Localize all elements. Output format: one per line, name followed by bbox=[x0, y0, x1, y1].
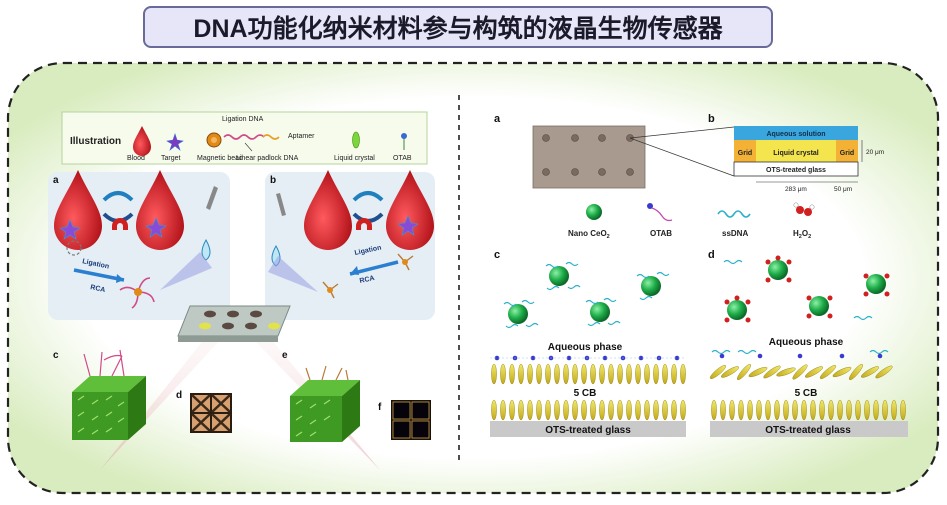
liquid-crystal-icon bbox=[352, 131, 360, 149]
lc-cube-e bbox=[290, 365, 360, 442]
aqueous-phase-d: Aqueous phase bbox=[769, 337, 844, 348]
legend-aptamer: Aptamer bbox=[288, 133, 315, 140]
legend-ssdna: ssDNA bbox=[722, 229, 748, 238]
pom-image-d bbox=[190, 393, 232, 433]
cb5-label-c: 5 CB bbox=[574, 388, 597, 399]
ots-label-d: OTS-treated glass bbox=[765, 425, 851, 436]
target-star-icon bbox=[166, 133, 184, 151]
pipette-icon-b bbox=[276, 193, 286, 216]
left-panel-b-label: b bbox=[270, 175, 276, 186]
legend-otab: OTAB bbox=[393, 155, 412, 162]
nano-ceo2-icon bbox=[586, 204, 602, 220]
left-panel-d-label: d bbox=[176, 390, 182, 401]
grid-label-left: Grid bbox=[738, 150, 752, 157]
lc-label: Liquid crystal bbox=[773, 150, 819, 157]
h2o2-icon bbox=[793, 202, 815, 216]
illustration-label: Illustration bbox=[70, 136, 121, 147]
legend-h2o2: H2O2 bbox=[793, 229, 811, 240]
lc-cube-c bbox=[72, 349, 146, 440]
otab-icon-right bbox=[647, 203, 653, 209]
lc-tilted-d bbox=[709, 363, 906, 421]
right-panel-d-label: d bbox=[708, 249, 715, 261]
tem-grid bbox=[532, 125, 646, 189]
left-rca-b: RCA bbox=[359, 275, 375, 285]
legend-magnetic-bead: Magnetic bead bbox=[197, 155, 243, 162]
aqueous-solution-label: Aqueous solution bbox=[766, 131, 825, 138]
left-panel-f-label: f bbox=[378, 402, 382, 413]
ots-glass-label-top: OTS-treated glass bbox=[766, 167, 826, 174]
right-panel-a-label: a bbox=[494, 113, 501, 125]
aqueous-solution-layer bbox=[734, 126, 858, 140]
blood-drop-a2 bbox=[136, 170, 184, 250]
pom-image-f bbox=[391, 400, 431, 440]
left-panel-e-label: e bbox=[282, 350, 288, 361]
right-figure: a b Aqueous solution Grid Liquid crystal… bbox=[490, 113, 908, 437]
legend-nano-ceo2: Nano CeO2 bbox=[568, 229, 610, 240]
legend-target: Target bbox=[161, 155, 181, 162]
left-rca-a: RCA bbox=[90, 284, 106, 294]
blood-drop-b1 bbox=[304, 170, 352, 250]
arrow-icon bbox=[102, 191, 134, 202]
otab-dna-row-d bbox=[711, 349, 889, 359]
aptamer-strand-icon bbox=[223, 134, 265, 140]
legend-box bbox=[61, 111, 428, 165]
cb5-label-d: 5 CB bbox=[795, 388, 818, 399]
ceo2-with-h2o2-d bbox=[723, 255, 890, 323]
dim-283um: 283 μm bbox=[785, 186, 807, 193]
left-figure: Illustration Blood Target Magnetic bead … bbox=[48, 111, 435, 470]
legend-ligation-dna: Ligation DNA bbox=[222, 116, 264, 123]
right-panel-b-label: b bbox=[708, 113, 715, 125]
pipette-icon bbox=[206, 186, 218, 210]
blood-drop-icon bbox=[133, 126, 151, 156]
aqueous-phase-c: Aqueous phase bbox=[548, 342, 623, 353]
rca-product-a bbox=[119, 277, 155, 309]
legend-otab-right: OTAB bbox=[650, 229, 672, 238]
grid-left bbox=[734, 140, 756, 162]
grid-label-right: Grid bbox=[840, 150, 854, 157]
lc-layer bbox=[756, 140, 836, 162]
legend-linear-padlock: Linear padlock DNA bbox=[236, 155, 299, 162]
left-panel-c-label: c bbox=[53, 350, 59, 361]
ots-base-c bbox=[490, 421, 686, 437]
page-title: DNA功能化纳米材料参与构筑的液晶生物传感器 bbox=[143, 6, 773, 48]
magnet-icon bbox=[112, 218, 128, 230]
ots-glass-layer bbox=[733, 161, 859, 177]
grid-right bbox=[836, 140, 858, 162]
left-panel-a-label: a bbox=[53, 175, 59, 186]
blood-drop-b2 bbox=[386, 170, 434, 250]
legend-liquid-crystal: Liquid crystal bbox=[334, 155, 375, 162]
ssdna-icon bbox=[717, 210, 751, 218]
outer-frame bbox=[6, 61, 940, 495]
ots-base-d bbox=[710, 421, 908, 437]
dim-20um: 20 μm bbox=[866, 149, 884, 156]
rca-product-b bbox=[322, 253, 414, 299]
right-panel-c-label: c bbox=[494, 249, 500, 261]
ots-label-c: OTS-treated glass bbox=[545, 425, 631, 436]
ceo2-with-dna-c bbox=[503, 261, 670, 329]
legend-blood: Blood bbox=[127, 155, 145, 162]
otab-row-c bbox=[494, 355, 680, 361]
lc-homeotropic-c bbox=[491, 363, 686, 421]
dim-50um: 50 μm bbox=[834, 186, 852, 193]
